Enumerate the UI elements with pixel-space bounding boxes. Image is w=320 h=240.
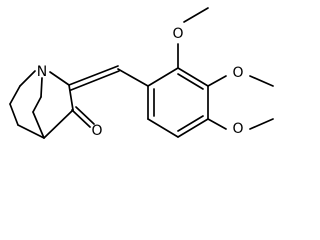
bond-inner-down (32, 96, 42, 113)
bond-n-c-bridge-top (19, 70, 36, 87)
bond-o2-me2 (249, 75, 274, 87)
bond-inner-bridge (32, 111, 45, 139)
bond-ring-1 (147, 67, 179, 87)
bond-vinyl-aryl (117, 68, 149, 87)
bond-carbonyl-1 (71, 109, 91, 128)
bond-ring-double-1 (177, 73, 204, 90)
bond-exocyclic-1 (68, 65, 119, 86)
bond-ring-5 (147, 118, 179, 138)
bond-c2-c3 (68, 84, 74, 111)
bond-carbonyl-2 (75, 106, 95, 125)
atom-label-methoxy-oxygen-2: O (232, 65, 243, 81)
bond-exocyclic-2 (70, 70, 120, 91)
bond-bridgehead-bottom (17, 124, 45, 139)
chemical-structure: N O O O O (9, 7, 274, 139)
bond-bridge-left (9, 85, 21, 105)
bond-o1-me1 (183, 7, 209, 23)
bond-bridge-left-lower (9, 103, 19, 126)
bond-c3-o2 (207, 75, 227, 87)
bond-n-c-inner (40, 77, 43, 98)
bond-o3-me3 (249, 118, 274, 130)
atom-label-methoxy-oxygen-3: O (232, 121, 243, 137)
atom-label-carbonyl-oxygen: O (91, 123, 102, 139)
bond-c3-c4 (43, 109, 74, 139)
bond-n-c2 (49, 71, 70, 86)
atom-label-nitrogen: N (37, 64, 47, 80)
bond-ring-4 (177, 118, 209, 138)
bond-ring-double-2 (177, 115, 204, 132)
bond-c4-o3 (207, 118, 227, 130)
bond-ring-2 (177, 67, 209, 87)
structure-canvas: N O O O O (9, 7, 274, 139)
atom-label-methoxy-oxygen-1: O (172, 26, 183, 42)
